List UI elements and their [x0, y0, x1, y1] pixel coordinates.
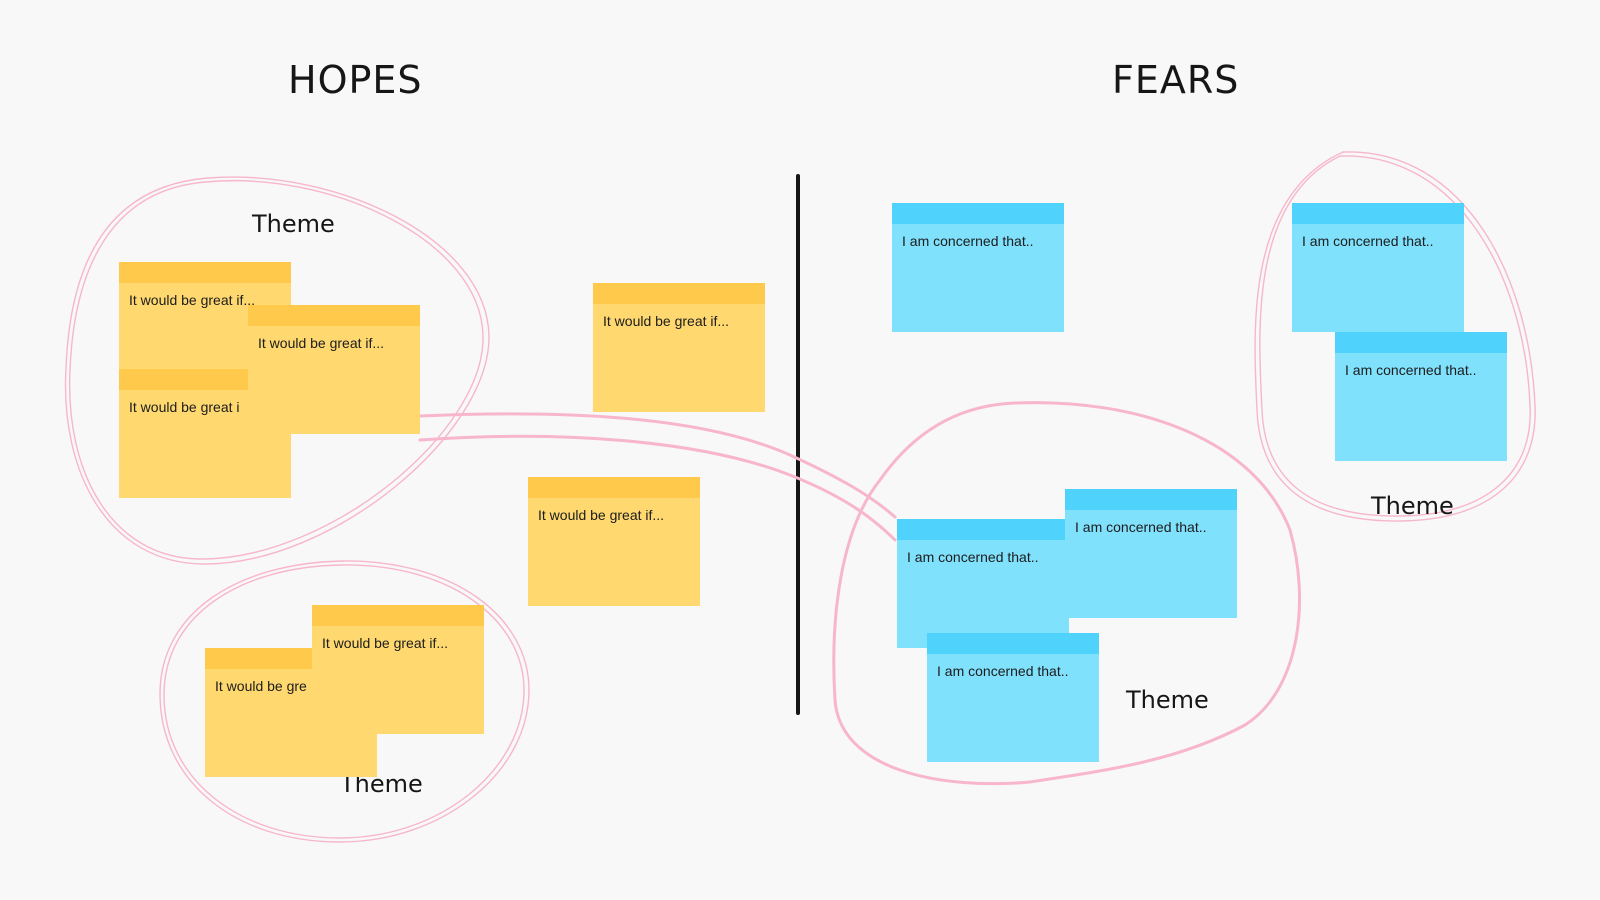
- note-text: I am concerned that..: [1075, 519, 1207, 535]
- fear-note[interactable]: I am concerned that..: [1335, 332, 1507, 461]
- note-text: It would be great if...: [129, 292, 256, 308]
- note-header: [528, 477, 700, 498]
- note-text: It would be gre: [215, 678, 307, 694]
- fear-note[interactable]: I am concerned that..: [897, 519, 1069, 648]
- note-header: [1335, 332, 1507, 353]
- note-text: It would be great if...: [322, 635, 449, 651]
- note-text: It would be great i: [129, 399, 240, 415]
- hope-note[interactable]: It would be great if...: [312, 605, 484, 734]
- note-text: I am concerned that..: [907, 549, 1039, 565]
- note-text: It would be great if...: [258, 335, 385, 351]
- column-divider: [796, 174, 800, 715]
- hope-note[interactable]: It would be great if...: [528, 477, 700, 606]
- note-text: I am concerned that..: [937, 663, 1069, 679]
- hope-note[interactable]: It would be great if...: [248, 305, 420, 434]
- theme-label-hopes-1: Theme: [252, 210, 335, 238]
- note-header: [897, 519, 1069, 540]
- note-text: It would be great if...: [603, 313, 730, 329]
- fear-note[interactable]: I am concerned that..: [1292, 203, 1464, 332]
- note-header: [248, 305, 420, 326]
- note-header: [1292, 203, 1464, 224]
- theme-label-fears-1: Theme: [1371, 492, 1454, 520]
- fear-note[interactable]: I am concerned that..: [1065, 489, 1237, 618]
- note-header: [892, 203, 1064, 224]
- note-text: I am concerned that..: [1302, 233, 1434, 249]
- note-text: It would be great if...: [538, 507, 665, 523]
- note-header: [927, 633, 1099, 654]
- fear-note[interactable]: I am concerned that..: [927, 633, 1099, 762]
- hope-note[interactable]: It would be great if...: [593, 283, 765, 412]
- note-header: [312, 605, 484, 626]
- note-header: [593, 283, 765, 304]
- fear-note[interactable]: I am concerned that..: [892, 203, 1064, 332]
- hopes-heading: HOPES: [288, 58, 423, 102]
- fears-heading: FEARS: [1112, 58, 1240, 102]
- note-header: [1065, 489, 1237, 510]
- note-header: [119, 262, 291, 283]
- theme-label-fears-2: Theme: [1126, 686, 1209, 714]
- note-text: I am concerned that..: [1345, 362, 1477, 378]
- note-text: I am concerned that..: [902, 233, 1034, 249]
